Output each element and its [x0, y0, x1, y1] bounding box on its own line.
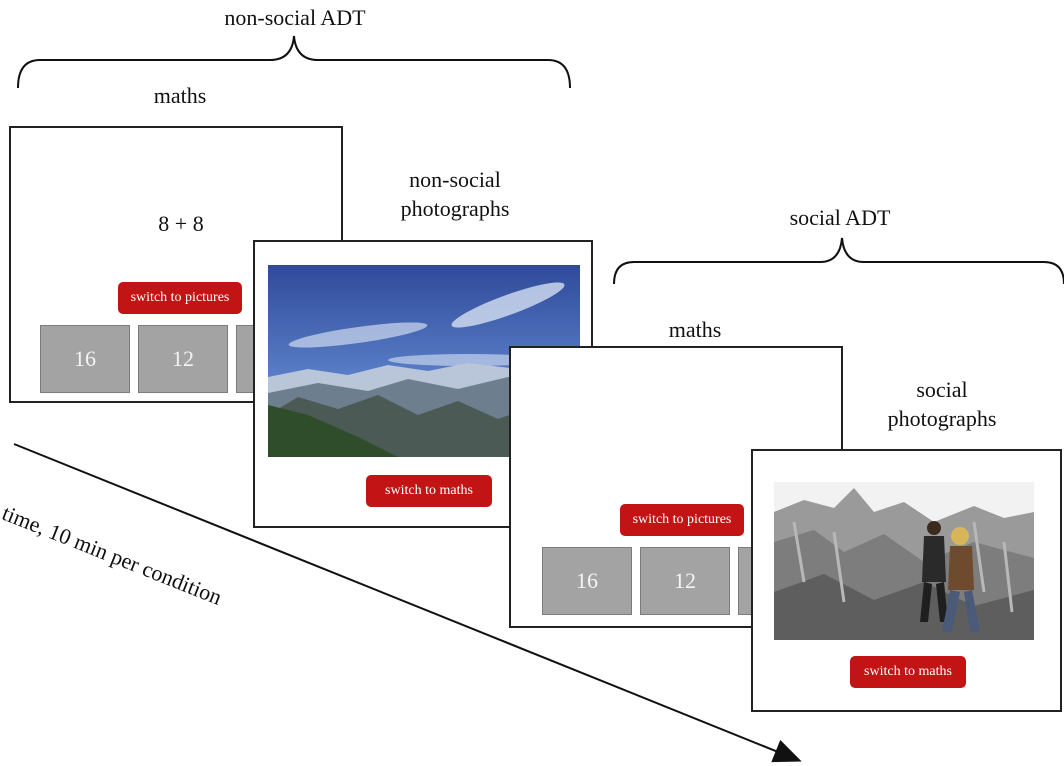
time-arrow [13, 443, 802, 763]
answer-tile[interactable]: 12 [138, 325, 228, 393]
answer-tile[interactable]: 16 [542, 547, 632, 615]
social-bracket [613, 237, 1064, 285]
nonsocial-maths-label: maths [153, 83, 207, 108]
photos-label-line1: social [916, 377, 968, 402]
switch-to-pictures-button[interactable]: switch to pictures [620, 504, 744, 536]
nonsocial-adt-title: non-social ADT [224, 5, 366, 30]
nonsocial-photos-label: non-social photographs [375, 166, 535, 223]
switch-to-maths-button[interactable]: switch to maths [850, 656, 966, 688]
switch-to-maths-button[interactable]: switch to maths [366, 475, 492, 507]
nonsocial-photo-screen: switch to maths [253, 240, 593, 528]
answer-tile[interactable]: 12 [640, 547, 730, 615]
photos-label-line1: non-social [409, 167, 501, 192]
photos-label-line2: photographs [400, 195, 510, 221]
answer-tile[interactable]: 16 [40, 325, 130, 393]
social-adt-title: social ADT [789, 205, 891, 230]
photos-label-line2: photographs [887, 405, 997, 431]
hikers-photo-icon [774, 482, 1034, 640]
maths-problem: 8 + 8 [158, 211, 204, 236]
social-photo-screen: switch to maths [751, 449, 1062, 712]
social-maths-label: maths [668, 317, 722, 342]
switch-to-pictures-button[interactable]: switch to pictures [118, 282, 242, 314]
nonsocial-bracket [17, 35, 571, 89]
landscape-photo-icon [268, 265, 580, 457]
social-photos-label: social photographs [862, 376, 1022, 433]
